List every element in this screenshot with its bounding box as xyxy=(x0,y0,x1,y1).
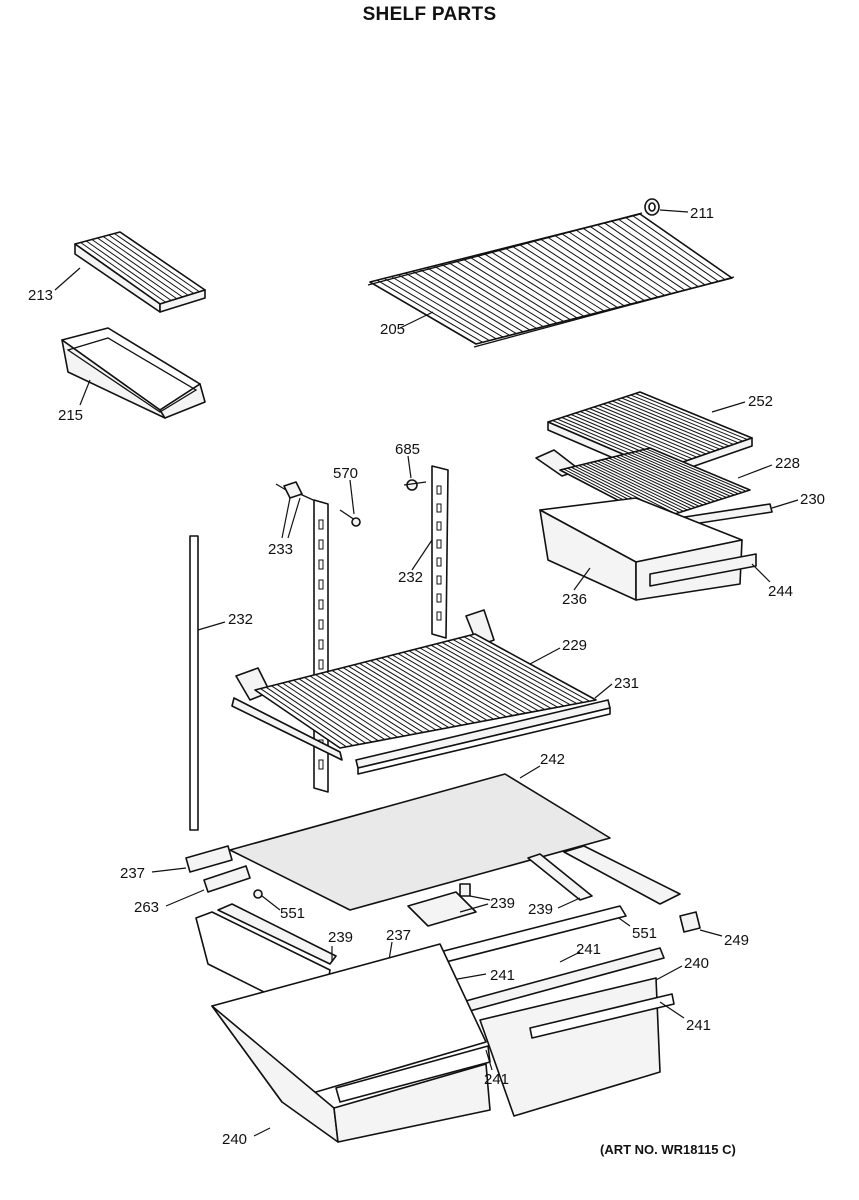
callout-240-left: 240 xyxy=(222,1131,247,1148)
page-title: SHELF PARTS xyxy=(362,4,497,25)
part-239-center-slide xyxy=(407,883,491,927)
callout-215: 215 xyxy=(58,407,83,424)
callout-237-left: 237 xyxy=(120,865,145,882)
part-551-screw-left xyxy=(253,889,281,911)
callout-211: 211 xyxy=(690,205,714,222)
callout-229: 229 xyxy=(562,637,587,654)
callout-232-center: 232 xyxy=(398,569,423,586)
part-263-slide-bracket xyxy=(165,865,251,907)
callout-244: 244 xyxy=(768,583,793,600)
callout-241-lower: 241 xyxy=(484,1071,509,1088)
part-229-wire-shelf xyxy=(231,609,597,761)
callout-232-left: 232 xyxy=(228,611,253,628)
part-231-shelf-rail xyxy=(355,683,613,775)
part-685-screw xyxy=(403,455,427,491)
part-244-pan-front xyxy=(649,553,771,587)
callout-570: 570 xyxy=(333,465,358,482)
callout-213: 213 xyxy=(28,287,53,304)
part-240-crisper-pan-left xyxy=(211,943,491,1143)
callout-205: 205 xyxy=(380,321,405,338)
callout-551-right: 551 xyxy=(632,925,657,942)
callout-241-right: 241 xyxy=(686,1017,711,1034)
callout-228: 228 xyxy=(775,455,800,472)
part-242-glass-shelf xyxy=(229,765,611,911)
callout-231: 231 xyxy=(614,675,639,692)
callout-239-right: 239 xyxy=(528,901,553,918)
part-211-shelf-stop xyxy=(644,198,689,216)
art-number: (ART NO. WR18115 C) xyxy=(600,1142,736,1157)
leader-241-center xyxy=(485,1049,493,1071)
part-205-wire-shelf xyxy=(367,212,735,348)
callout-239-center: 239 xyxy=(490,895,515,912)
callout-239-left: 239 xyxy=(328,929,353,946)
callout-233: 233 xyxy=(268,541,293,558)
callout-252: 252 xyxy=(748,393,773,410)
part-239-right-slide xyxy=(527,845,681,909)
part-232-shelf-ladder-left xyxy=(189,535,226,831)
callout-685: 685 xyxy=(395,441,420,458)
callout-249: 249 xyxy=(724,932,749,949)
part-249-roller xyxy=(679,911,723,937)
part-570-screw xyxy=(339,479,361,527)
callout-241-upper: 241 xyxy=(576,941,601,958)
callout-241-mid: 241 xyxy=(490,967,515,984)
part-228-pan-shelf xyxy=(535,447,773,521)
callout-240-right: 240 xyxy=(684,955,709,972)
part-215-ice-bin xyxy=(61,327,206,419)
callout-230: 230 xyxy=(800,491,825,508)
part-240-crisper-pan-right xyxy=(479,965,685,1117)
callout-242: 242 xyxy=(540,751,565,768)
part-237-slide-left xyxy=(151,845,233,873)
callout-551-left: 551 xyxy=(280,905,305,922)
callout-237-center: 237 xyxy=(386,927,411,944)
callout-263: 263 xyxy=(134,899,159,916)
callout-236: 236 xyxy=(562,591,587,608)
part-213-ice-tray xyxy=(54,231,206,313)
